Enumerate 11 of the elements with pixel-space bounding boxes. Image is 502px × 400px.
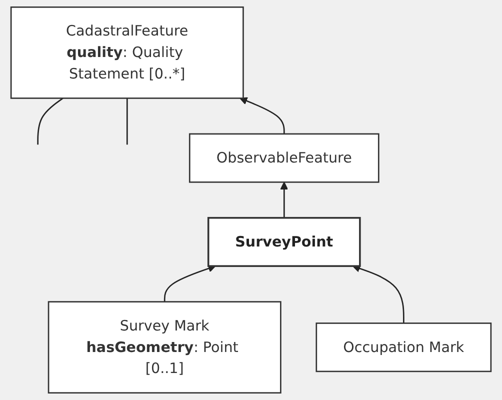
connector (37, 98, 64, 145)
node-box: CadastralFeature quality: Quality Statement [0..*] (10, 6, 244, 99)
arrow (240, 97, 285, 134)
node-box: Occupation Mark (316, 322, 492, 372)
node-box: ObservableFeature (188, 133, 380, 183)
arrow (164, 264, 216, 302)
node-box: SurveyPoint (207, 216, 361, 267)
node-box: Survey Mark hasGeometry: Point [0..1] (48, 301, 282, 394)
arrow (352, 264, 404, 324)
arrow (280, 182, 288, 218)
connector (126, 98, 128, 145)
